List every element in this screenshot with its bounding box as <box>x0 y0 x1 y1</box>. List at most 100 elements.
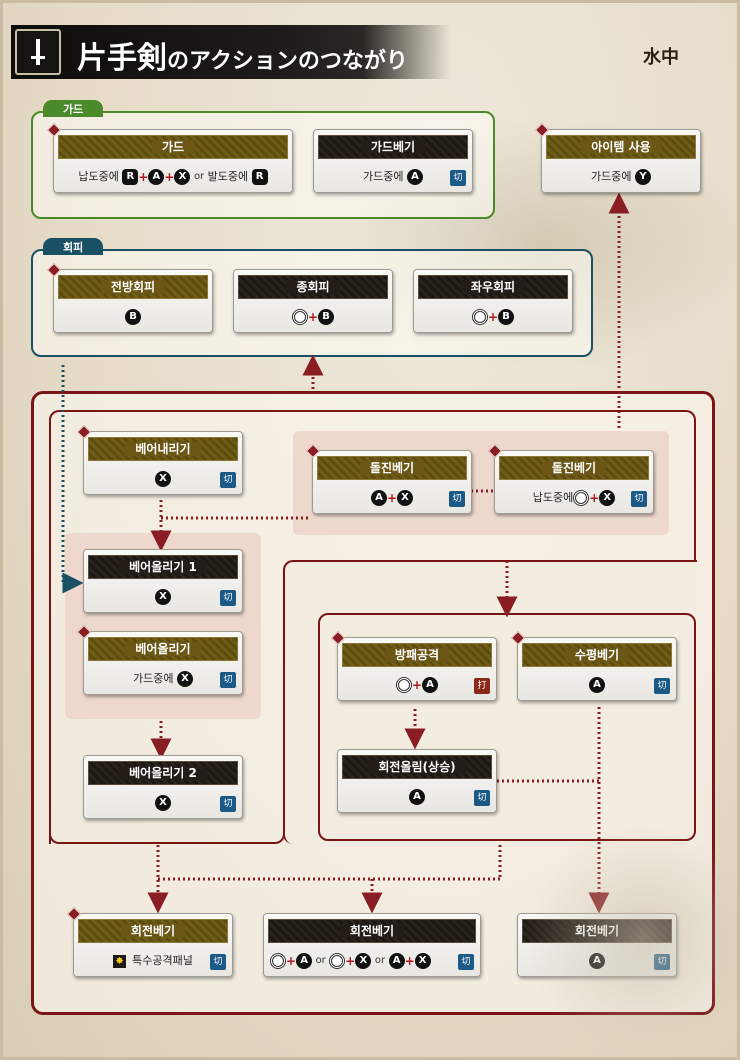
card-down-slash[interactable]: 베어내리기 X 切 <box>76 424 243 495</box>
title-banner <box>11 25 451 79</box>
card-spin-slash[interactable]: 회전베기 A 切 <box>517 913 677 977</box>
card-input: X <box>88 586 238 608</box>
card-title: 종회피 <box>238 275 388 299</box>
card-input: +A or +X or A+X <box>268 950 476 972</box>
card-rising-spin[interactable]: 회전올림(상승) A 切 <box>337 749 497 813</box>
x-button-icon: X <box>155 795 171 811</box>
cut-type-icon: 切 <box>210 954 226 970</box>
card-spin-slash-panel[interactable]: 회전베기 ✸특수공격패널 切 <box>66 906 233 977</box>
card-input: X <box>88 468 238 490</box>
card-title: 베어올리기 1 <box>88 555 238 579</box>
mode-label: 水中 <box>643 47 679 68</box>
a-button-icon: A <box>406 169 423 185</box>
card-input: A <box>342 786 492 808</box>
a-button-icon: A <box>422 677 439 693</box>
b-button-icon: B <box>498 309 515 325</box>
frame-bottom <box>49 826 285 844</box>
card-title: 돌진베기 <box>499 456 649 480</box>
stick-icon <box>270 953 286 969</box>
card-upswing-guard[interactable]: 베어올리기 가드중에 X 切 <box>76 624 243 695</box>
card-title: 전방회피 <box>58 275 208 299</box>
x-button-icon: X <box>155 471 171 487</box>
cut-type-icon: 切 <box>220 590 236 606</box>
card-input: A+X <box>317 487 467 509</box>
evade-group-tag: 회피 <box>43 238 103 255</box>
cut-type-icon: 切 <box>449 491 465 507</box>
title-rest: のアクションのつながり <box>167 48 408 74</box>
card-title: 회전베기 <box>522 919 672 943</box>
page-title: 片手剣のアクションのつながり <box>77 33 408 76</box>
r-button-icon: R <box>122 169 139 185</box>
card-input: A <box>522 674 672 696</box>
sword-shield-icon <box>15 29 61 75</box>
card-title: 베어올리기 2 <box>88 761 238 785</box>
card-title: 베어내리기 <box>88 437 238 461</box>
card-title: 수평베기 <box>522 643 672 667</box>
card-title: 아이템 사용 <box>546 135 696 159</box>
card-title: 회전베기 <box>78 919 228 943</box>
r-button-icon: R <box>251 169 268 185</box>
card-title: 회전베기 <box>268 919 476 943</box>
y-button-icon: Y <box>634 169 651 185</box>
b-button-icon: B <box>125 309 141 325</box>
cut-type-icon: 切 <box>220 472 236 488</box>
cut-type-icon: 切 <box>458 954 474 970</box>
card-item-use[interactable]: 아이템 사용 가드중에 Y <box>534 122 701 193</box>
x-button-icon: X <box>176 671 193 687</box>
a-button-icon: A <box>388 953 405 969</box>
cut-type-icon: 切 <box>631 491 647 507</box>
card-guard-slash[interactable]: 가드베기 가드중에 A 切 <box>313 129 473 193</box>
stick-icon <box>329 953 346 969</box>
card-front-evade[interactable]: 전방회피 B <box>46 262 213 333</box>
cut-type-icon: 切 <box>654 954 670 970</box>
card-input: 납도중에 R+A+X or 발도중에 R <box>58 166 288 188</box>
a-button-icon: A <box>589 677 605 693</box>
title-main: 片手剣 <box>77 41 167 76</box>
card-shield-attack[interactable]: 방패공격 +A 打 <box>330 630 497 701</box>
x-button-icon: X <box>599 490 616 506</box>
card-input: ✸특수공격패널 <box>78 950 228 972</box>
stick-vertical-icon <box>291 309 308 325</box>
cut-type-icon: 切 <box>654 678 670 694</box>
card-title: 방패공격 <box>342 643 492 667</box>
special-panel-icon: ✸ <box>113 954 127 968</box>
card-vertical-evade[interactable]: 종회피 +B <box>233 269 393 333</box>
a-button-icon: A <box>409 789 425 805</box>
card-input: B <box>58 306 208 328</box>
card-side-evade[interactable]: 좌우회피 +B <box>413 269 573 333</box>
card-input: 가드중에 X <box>88 668 238 690</box>
card-rush-slash[interactable]: 돌진베기 A+X 切 <box>305 443 472 514</box>
x-button-icon: X <box>155 589 171 605</box>
card-input: 납도중에+X <box>499 487 649 509</box>
cut-type-icon: 切 <box>474 790 490 806</box>
cut-type-icon: 切 <box>220 672 236 688</box>
card-rush-slash-sheathed[interactable]: 돌진베기 납도중에+X 切 <box>487 443 654 514</box>
a-button-icon: A <box>296 953 313 969</box>
a-button-icon: A <box>148 169 165 185</box>
card-input: A <box>522 950 672 972</box>
card-upswing-1[interactable]: 베어올리기 1 X 切 <box>83 549 243 613</box>
card-input: +A <box>342 674 492 696</box>
stick-icon <box>573 490 590 506</box>
card-guard[interactable]: 가드 납도중에 R+A+X or 발도중에 R <box>46 122 293 193</box>
cut-type-icon: 切 <box>450 170 466 186</box>
card-horizontal-slash[interactable]: 수평베기 A 切 <box>510 630 677 701</box>
cut-type-icon: 切 <box>220 796 236 812</box>
card-input: 가드중에 Y <box>546 166 696 188</box>
card-input: +B <box>418 306 568 328</box>
a-button-icon: A <box>589 953 605 969</box>
card-title: 돌진베기 <box>317 456 467 480</box>
stick-icon <box>395 677 412 693</box>
card-upswing-2[interactable]: 베어올리기 2 X 切 <box>83 755 243 819</box>
blunt-type-icon: 打 <box>474 678 490 694</box>
card-spin-slash-combo[interactable]: 회전베기 +A or +X or A+X 切 <box>263 913 481 977</box>
frame-corner <box>283 560 697 844</box>
guard-group-tag: 가드 <box>43 100 103 117</box>
card-input: X <box>88 792 238 814</box>
stick-horizontal-icon <box>471 309 488 325</box>
card-title: 좌우회피 <box>418 275 568 299</box>
card-title: 회전올림(상승) <box>342 755 492 779</box>
card-input: 가드중에 A <box>318 166 468 188</box>
x-button-icon: X <box>414 953 431 969</box>
